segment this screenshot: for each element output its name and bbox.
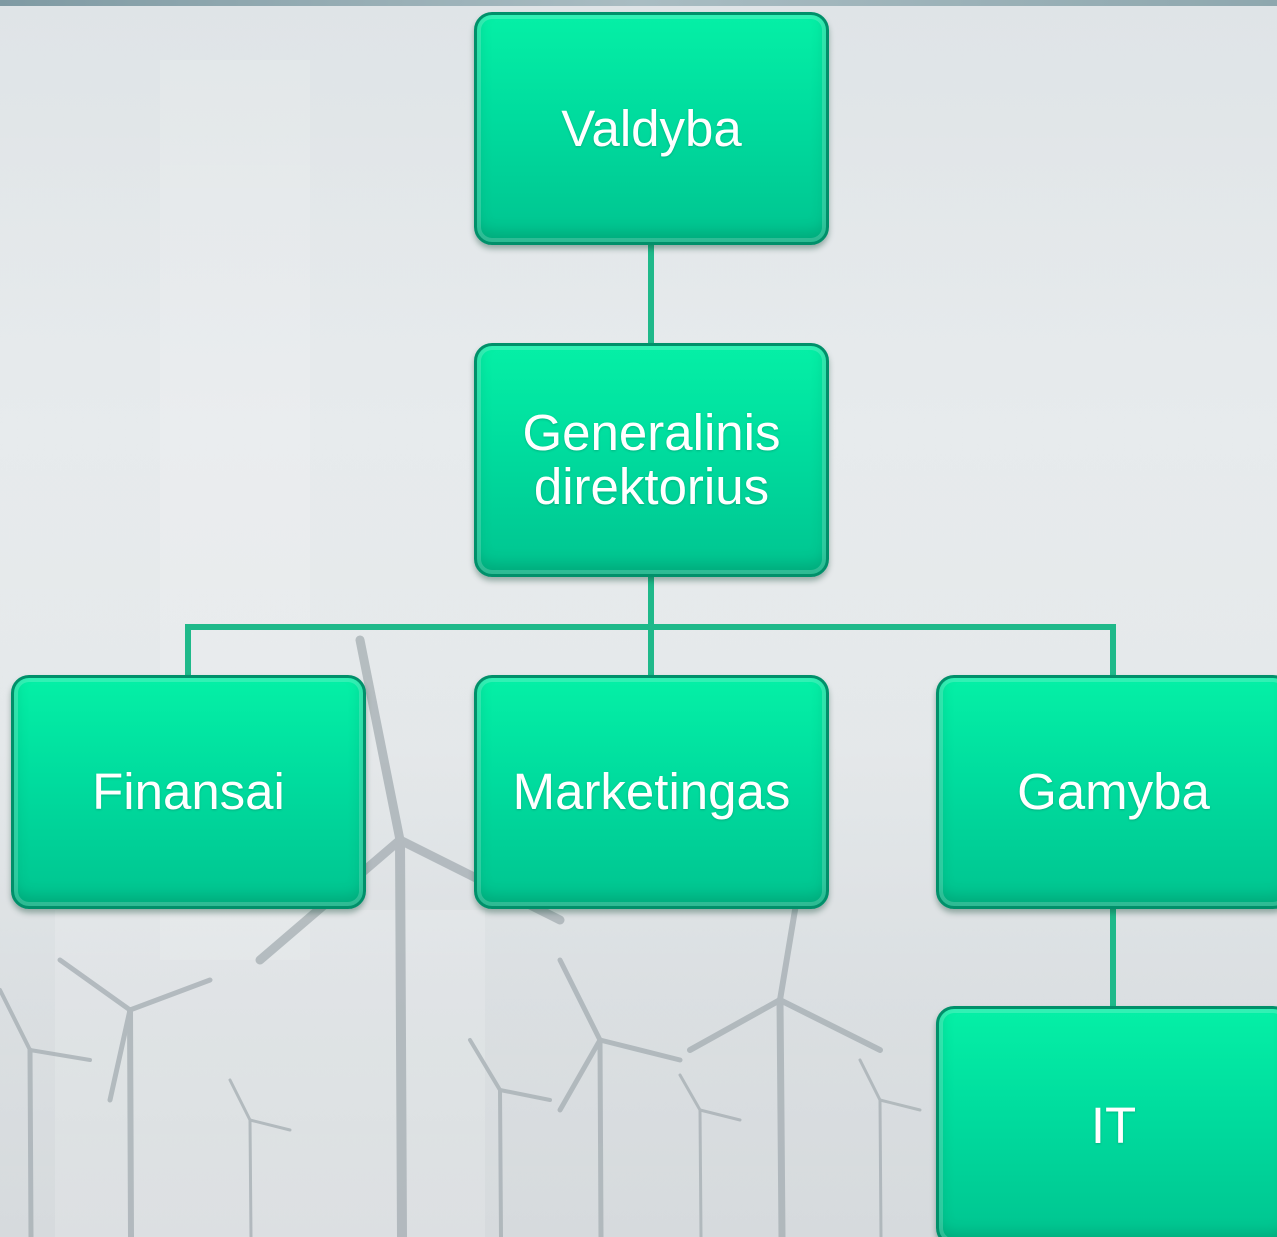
node-finansai-label: Finansai bbox=[92, 763, 285, 820]
node-gamyba[interactable]: Gamyba bbox=[936, 675, 1277, 909]
node-finansai[interactable]: Finansai bbox=[11, 675, 366, 909]
node-it[interactable]: IT bbox=[936, 1006, 1277, 1237]
node-it-label: IT bbox=[1090, 1097, 1137, 1154]
node-marketingas[interactable]: Marketingas bbox=[474, 675, 829, 909]
node-generalinis-direktorius[interactable]: Generalinis direktorius bbox=[474, 343, 829, 577]
node-marketingas-label: Marketingas bbox=[512, 763, 791, 820]
node-valdyba[interactable]: Valdyba bbox=[474, 12, 829, 245]
node-valdyba-label: Valdyba bbox=[561, 99, 742, 157]
node-gamyba-label: Gamyba bbox=[1017, 763, 1210, 820]
node-generalinis-direktorius-label: Generalinis direktorius bbox=[522, 404, 781, 515]
